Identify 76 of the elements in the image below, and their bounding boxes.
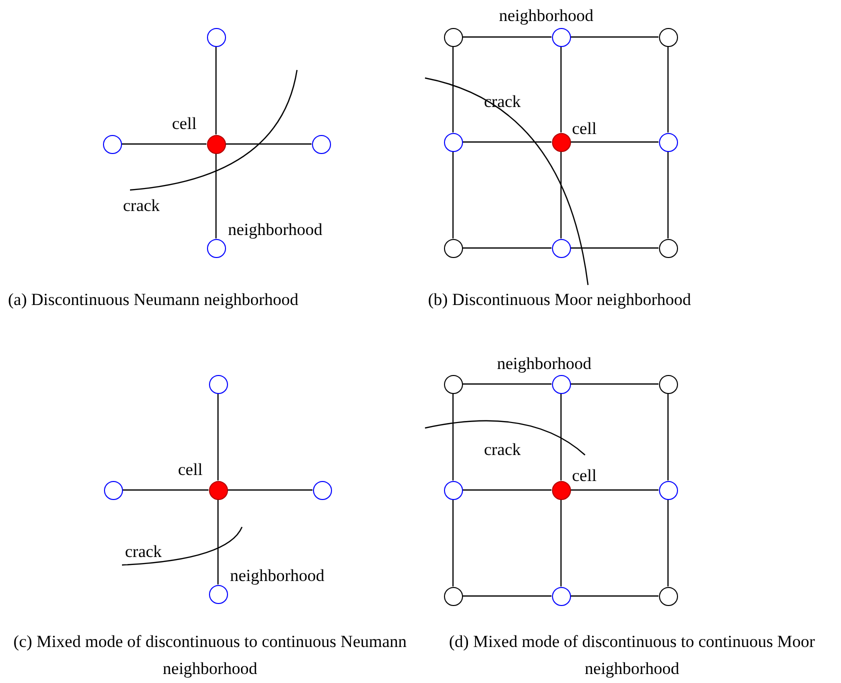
connector-line [452,500,454,586]
connector-line [462,489,552,491]
connector-line [452,152,454,238]
connector-line [226,143,312,145]
connector-line [570,141,658,143]
corner-circle [444,374,462,394]
cell-circle [552,480,570,500]
connector-line [560,500,562,586]
connector-line [215,46,217,134]
neighbor-circle [206,28,226,46]
connector-line [462,595,552,597]
region-label: neighborhood [230,566,324,586]
connector-line [560,152,562,238]
crack-label: crack [484,92,521,112]
crack-label: crack [484,440,521,460]
neighbor-circle [104,480,122,500]
cell-label: cell [178,460,203,480]
connector-line [452,46,454,132]
corner-circle [658,28,678,46]
neighbor-circle [552,28,570,46]
caption: (c) Mixed mode of discontinuous to continuous Neumann neighborhood [12,631,408,680]
connector-line [462,141,552,143]
caption: (d) Mixed mode of discontinuous to continuous Moor neighborhood [448,631,816,680]
cell-label: cell [572,119,597,139]
crack-label: crack [125,542,162,562]
connector-line [667,394,669,480]
neighbor-circle [552,374,570,394]
connector-line [217,500,219,584]
corner-circle [444,238,462,258]
connector-line [122,489,208,491]
cell-label: cell [172,114,197,134]
connector-line [228,489,312,491]
connector-line [667,152,669,238]
neighbor-circle [444,132,462,152]
connector-line [215,154,217,238]
cell-circle [208,480,228,500]
corner-circle [444,586,462,606]
cell-label: cell [572,466,597,486]
neighbor-circle [206,238,226,258]
connector-line [560,46,562,132]
connector-line [452,394,454,480]
neighbor-circle [658,132,678,152]
connector-line [667,500,669,586]
neighbor-circle [312,480,332,500]
connector-line [667,46,669,132]
connector-line [217,394,219,480]
connector-line [122,143,206,145]
connector-line [462,36,552,38]
neighbor-circle [102,134,122,154]
neighbor-circle [444,480,462,500]
region-label: neighborhood [228,220,322,240]
corner-circle [658,374,678,394]
connector-line [570,36,658,38]
cell-circle [206,134,226,154]
neighbor-circle [208,374,228,394]
corner-circle [658,238,678,258]
corner-circle [444,28,462,46]
crack-label: crack [123,196,160,216]
neighbor-circle [552,238,570,258]
corner-circle [658,586,678,606]
neighbor-circle [658,480,678,500]
connector-line [570,595,658,597]
connector-line [570,383,658,385]
neighbor-circle [208,584,228,604]
connector-line [570,489,658,491]
neighbor-circle [312,134,330,154]
caption: (b) Discontinuous Moor neighborhood [428,290,692,310]
caption: (a) Discontinuous Neumann neighborhood [8,290,298,310]
region-label: neighborhood [497,354,592,374]
connector-line [462,383,552,385]
neighbor-circle [552,586,570,606]
connector-line [560,394,562,480]
connector-line [462,247,552,249]
region-label: neighborhood [499,6,594,26]
cell-circle [552,132,570,152]
connector-line [570,247,658,249]
